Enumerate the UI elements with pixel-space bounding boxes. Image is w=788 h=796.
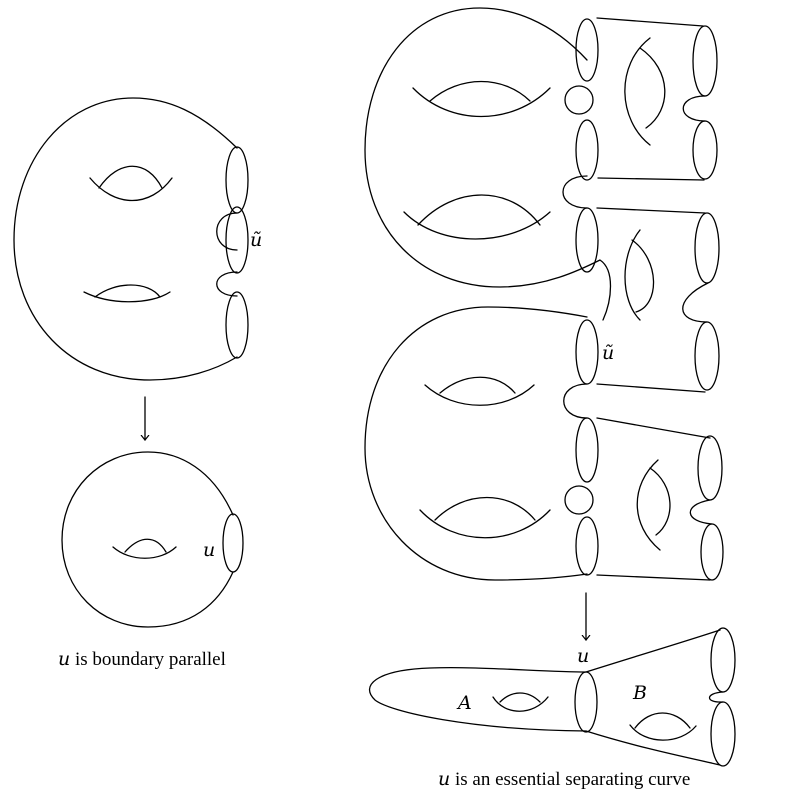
right-cover-rcol-3 — [694, 212, 720, 284]
right-caption-text: is an essential separating curve — [450, 769, 690, 790]
right-cover-col-ellipse-4 — [575, 319, 599, 385]
right-cover-rnotch-2 — [682, 282, 709, 323]
right-handle-4-upper — [434, 496, 536, 521]
left-cover-surface: ũ — [13, 97, 262, 381]
right-base-handle-A-upper — [499, 692, 541, 703]
region-label-B: B — [632, 682, 647, 704]
right-base-handle-B-upper — [634, 712, 691, 729]
left-cover-boundary-bottom — [225, 291, 249, 359]
right-tube-handle-1-a — [624, 37, 651, 146]
right-cover-col-ellipse-2 — [575, 119, 599, 181]
right-handle-3-lower — [424, 384, 535, 406]
right-cover-tube-bot-2 — [596, 383, 706, 393]
left-caption-text: is boundary parallel — [70, 649, 226, 670]
left-base-handle-upper — [124, 538, 167, 553]
right-base-notch — [708, 691, 724, 703]
right-tube-handle-2-b — [631, 239, 655, 313]
right-cover-rcol-6 — [700, 523, 724, 581]
right-cover-tube-2 — [563, 383, 588, 419]
right-caption: u is an essential separating curve — [438, 768, 690, 790]
right-cover-rcol-5 — [697, 435, 723, 501]
right-cover-rcol-2 — [692, 120, 718, 180]
right-cover-col-circle-2 — [564, 485, 594, 515]
right-base-boundary-2 — [710, 701, 736, 767]
left-cover-notch-1 — [216, 212, 238, 251]
left-caption: u is boundary parallel — [58, 648, 226, 670]
right-base-surface: u A B — [369, 627, 736, 767]
right-base-curve-u — [574, 671, 598, 733]
region-label-A: A — [456, 692, 472, 714]
right-label-u-tilde: ũ — [602, 342, 614, 364]
right-cover-col-ellipse-6 — [575, 516, 599, 576]
right-cover-col-ellipse-1 — [575, 18, 599, 82]
right-base-handle-B-lower — [629, 724, 697, 741]
right-tube-handle-2-a — [624, 229, 641, 321]
left-cover-outline — [13, 97, 238, 381]
left-label-u: u — [203, 539, 215, 561]
left-base-handle-lower — [112, 546, 177, 559]
right-handle-2-upper — [417, 194, 541, 226]
left-base-boundary — [222, 513, 244, 573]
right-cover-tube-top-2 — [596, 207, 706, 214]
right-cover-col-circle-1 — [564, 85, 594, 115]
right-tube-handle-3-b — [649, 467, 671, 536]
left-cover-boundary-mid — [225, 206, 249, 274]
right-base-boundary-1 — [710, 627, 736, 693]
left-cover-notch-2 — [216, 271, 238, 297]
left-base-surface: u — [61, 451, 244, 628]
right-tube-handle-1-b — [639, 47, 666, 129]
right-handle-3-upper — [439, 376, 516, 394]
left-cover-handle-1-upper — [98, 165, 163, 189]
right-caption-var: u — [438, 768, 450, 790]
right-cover-tube-1 — [562, 175, 588, 209]
right-cover-col-ellipse-5 — [575, 417, 599, 483]
right-handle-4-lower — [419, 509, 551, 539]
left-label-u-tilde: ũ — [250, 229, 262, 251]
right-cover-rnotch-3 — [689, 499, 713, 525]
right-cover-col-ellipse-3 — [575, 207, 599, 273]
left-cover-handle-2-lower — [83, 291, 171, 303]
right-cover-rcol-1 — [692, 25, 718, 97]
right-upper-body-outline — [364, 7, 612, 321]
right-handle-1-upper — [429, 81, 531, 102]
right-cover-tube-bot-3 — [596, 574, 711, 581]
right-lower-body-outline — [364, 306, 588, 581]
left-caption-var: u — [58, 648, 70, 670]
right-base-outline — [369, 629, 721, 766]
left-cover-boundary-top — [225, 146, 249, 214]
right-base-handle-A-lower — [492, 696, 549, 712]
right-cover-tube-top-1 — [596, 17, 704, 27]
right-handle-2-lower — [403, 211, 551, 240]
right-cover-surface: ũ — [364, 7, 724, 581]
right-label-u: u — [577, 645, 589, 667]
right-cover-rcol-4 — [694, 321, 720, 391]
left-base-outline — [61, 451, 234, 628]
right-cover-tube-top-1b — [597, 177, 705, 181]
left-cover-handle-1-lower — [89, 177, 173, 201]
right-cover-rnotch-1 — [682, 95, 706, 122]
right-handle-1-lower — [412, 87, 551, 117]
right-cover-tube-top-3 — [596, 417, 711, 439]
left-cover-handle-2-upper — [94, 284, 161, 298]
